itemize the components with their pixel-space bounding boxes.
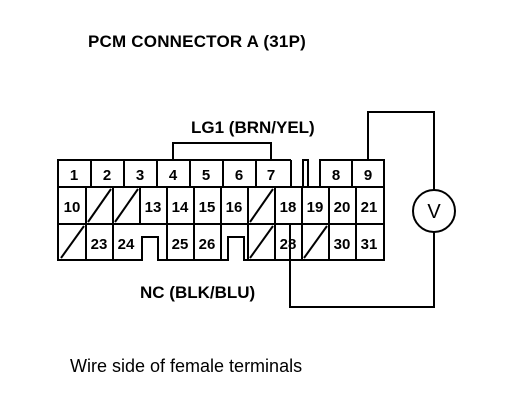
pin-8: 8 xyxy=(332,167,340,184)
positive-test-lead xyxy=(367,111,435,190)
pin-31: 31 xyxy=(361,236,378,253)
nc-wire-label: NC (BLK/BLU) xyxy=(140,283,256,302)
row2-dividers xyxy=(85,187,357,224)
pin-24: 24 xyxy=(118,236,135,253)
pin-20: 20 xyxy=(334,199,351,216)
empty-cavity-slashes xyxy=(60,188,328,259)
pin-2: 2 xyxy=(103,167,111,184)
connector-outline xyxy=(57,159,385,261)
pin-16: 16 xyxy=(226,199,243,216)
pin-14: 14 xyxy=(172,199,189,216)
pin-25: 25 xyxy=(172,236,189,253)
pin-28: 28 xyxy=(280,236,297,253)
terminal-view-caption: Wire side of female terminals xyxy=(70,356,303,376)
negative-test-lead xyxy=(289,224,435,308)
voltmeter-v: V xyxy=(427,201,441,223)
pin-3: 3 xyxy=(136,167,144,184)
pin-6: 6 xyxy=(235,167,243,184)
pin-18: 18 xyxy=(280,199,297,216)
pin-5: 5 xyxy=(202,167,210,184)
pin-30: 30 xyxy=(334,236,351,253)
pin-13: 13 xyxy=(145,199,162,216)
pin-7: 7 xyxy=(267,167,275,184)
pin-jumper-bracket xyxy=(172,142,272,160)
row3-dividers xyxy=(85,224,357,260)
pin-4: 4 xyxy=(169,167,178,184)
row1-dividers xyxy=(90,160,353,187)
connector-title: PCM CONNECTOR A (31P) xyxy=(88,32,306,51)
pin-21: 21 xyxy=(361,199,378,216)
pin-15: 15 xyxy=(199,199,216,216)
lg1-wire-label: LG1 (BRN/YEL) xyxy=(191,118,315,137)
pin-26: 26 xyxy=(199,236,216,253)
pin-1: 1 xyxy=(70,167,78,184)
pin-9: 9 xyxy=(364,167,372,184)
pin-10: 10 xyxy=(64,199,81,216)
pin-23: 23 xyxy=(91,236,108,253)
pin-19: 19 xyxy=(307,199,324,216)
